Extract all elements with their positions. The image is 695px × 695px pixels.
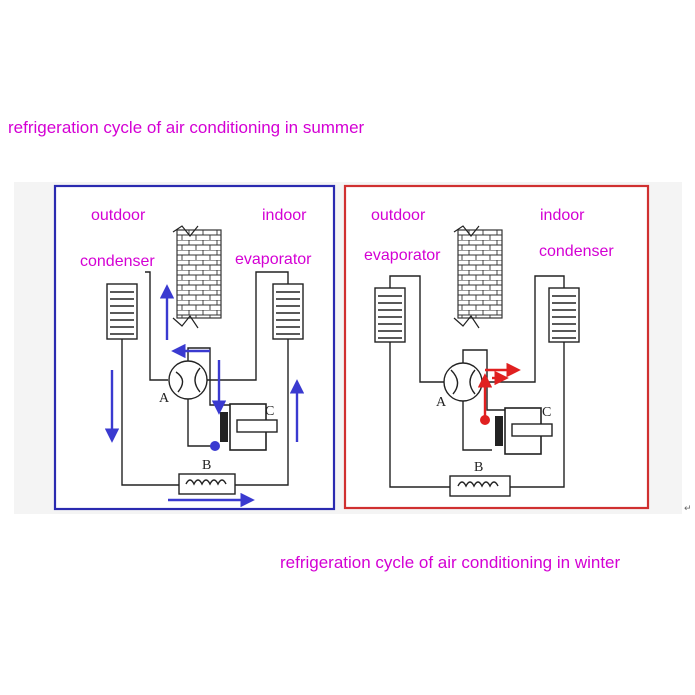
summer-evaporator-label: evaporator — [235, 251, 312, 268]
summer-flow-arrows — [104, 284, 305, 508]
winter-outdoor-label: outdoor — [371, 207, 426, 224]
winter-expansion-valve — [449, 475, 511, 497]
summer-panel: outdoor indoor condenser evaporator A C — [53, 184, 336, 511]
summer-caption: refrigeration cycle of air conditioning … — [8, 118, 365, 137]
summer-compressor-label: C — [265, 404, 274, 419]
summer-outdoor-label: outdoor — [91, 207, 146, 224]
summer-valve-label: A — [159, 391, 170, 406]
winter-flow-arrows — [477, 362, 521, 418]
winter-panel: outdoor indoor evaporator condenser A C — [343, 184, 650, 510]
winter-condenser-coil — [548, 287, 580, 343]
winter-expansion-label: B — [474, 460, 483, 475]
winter-valve — [443, 362, 483, 402]
winter-wall — [457, 229, 503, 319]
summer-expansion-label: B — [202, 458, 211, 473]
winter-indoor-label: indoor — [540, 207, 585, 224]
winter-condenser-label: condenser — [539, 243, 614, 260]
winter-evaporator-label: evaporator — [364, 247, 441, 264]
winter-flow-start-dot — [480, 415, 490, 425]
summer-condenser-label: condenser — [80, 253, 155, 270]
summer-wall — [176, 229, 222, 319]
summer-condenser-coil — [106, 283, 138, 340]
return-mark: ↵ — [684, 503, 692, 513]
summer-expansion-valve — [178, 473, 236, 495]
summer-indoor-label: indoor — [262, 207, 307, 224]
summer-evaporator-coil — [272, 283, 304, 340]
winter-caption: refrigeration cycle of air conditioning … — [280, 553, 621, 572]
summer-valve — [168, 360, 208, 400]
winter-evaporator-coil — [374, 287, 406, 343]
summer-flow-start-dot — [210, 441, 220, 451]
winter-valve-label: A — [436, 395, 447, 410]
winter-compressor-label: C — [542, 405, 551, 420]
